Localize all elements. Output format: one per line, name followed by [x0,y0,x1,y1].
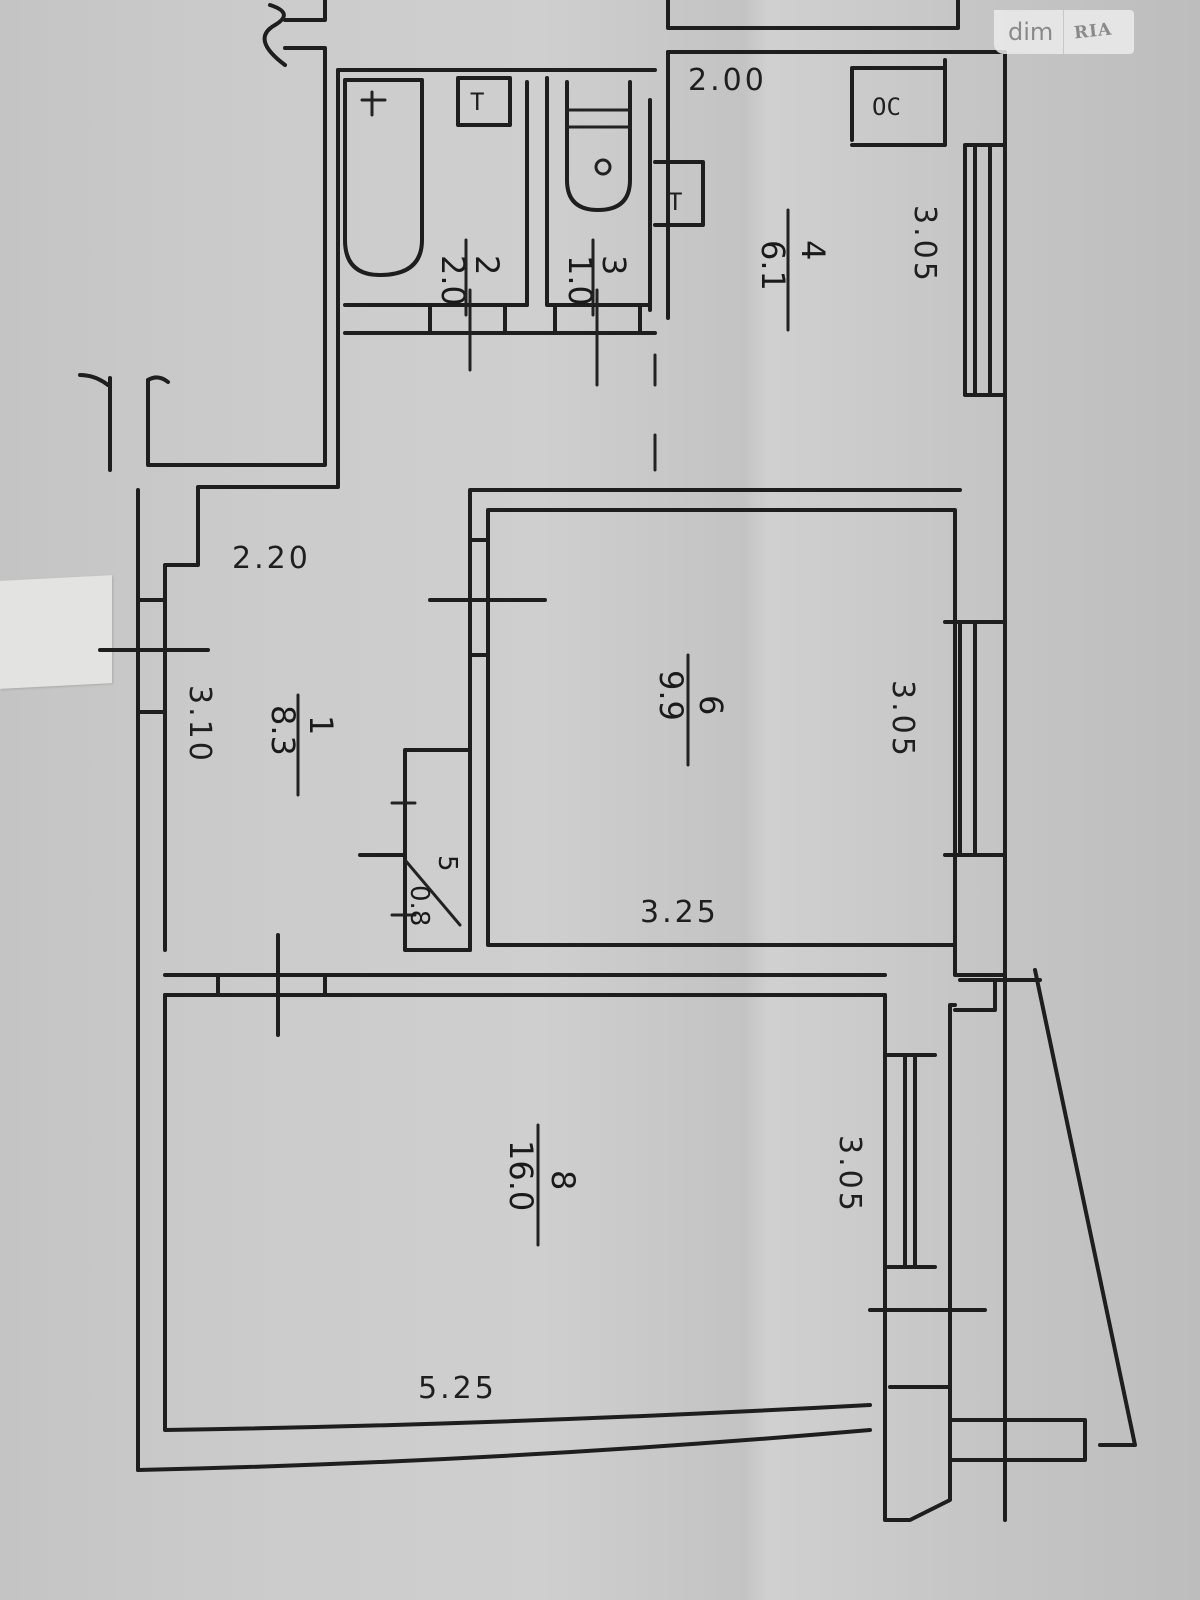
room-8-walls [136,993,1087,1522]
watermark-brand-left: dim [1008,18,1054,46]
riser-label: T [668,188,682,216]
room-8-number: 8 [544,1170,582,1190]
room6-length: 3.05 [885,680,920,759]
room-1-number: 1 [302,715,340,735]
wet-block [336,68,705,472]
room-2-number: 2 [468,255,506,275]
room-3-number: 3 [595,255,633,275]
room6-width: 3.25 [640,895,719,930]
room-8-area: 16.0 [502,1140,540,1211]
riser-label-bath: T [470,88,484,116]
room-1-area: 8.3 [264,705,302,756]
room8-length: 3.05 [832,1135,867,1214]
kitchen-width: 2.00 [688,63,767,98]
room-6-area: 9.9 [652,670,690,721]
watermark-brand-right: RIA [1073,19,1114,44]
dimension-labels: 2.00 3.05 2.20 3.10 3.25 3.05 5.25 3.05 [182,63,942,1406]
closet-5 [358,748,472,952]
left-walls [78,68,340,1472]
room-5-area: 0.8 [404,885,434,926]
kitchen-fixtures: OC T T [470,58,947,216]
kitchen-length: 3.05 [907,205,942,284]
watermark-divider [1063,10,1065,54]
room-6-number: 6 [692,695,730,715]
watermark-logo: dim RIA [994,10,1134,54]
windows [886,143,1007,1269]
room-4-number: 4 [794,240,832,260]
stove-label: OC [872,93,901,121]
top-walls [262,0,1007,1522]
mid-partition [163,933,1042,1037]
room8-width: 5.25 [418,1371,497,1406]
hall-width: 2.20 [232,541,311,576]
room-5-number: 5 [432,855,462,872]
balcony-outline [1033,968,1137,1447]
room-labels: 2 2.0 3 1.0 4 6.1 1 8.3 5 0.8 6 9.9 [264,208,832,1247]
room-6-walls [428,488,962,952]
hall-length: 3.10 [182,685,217,764]
room-4-area: 6.1 [754,240,792,291]
